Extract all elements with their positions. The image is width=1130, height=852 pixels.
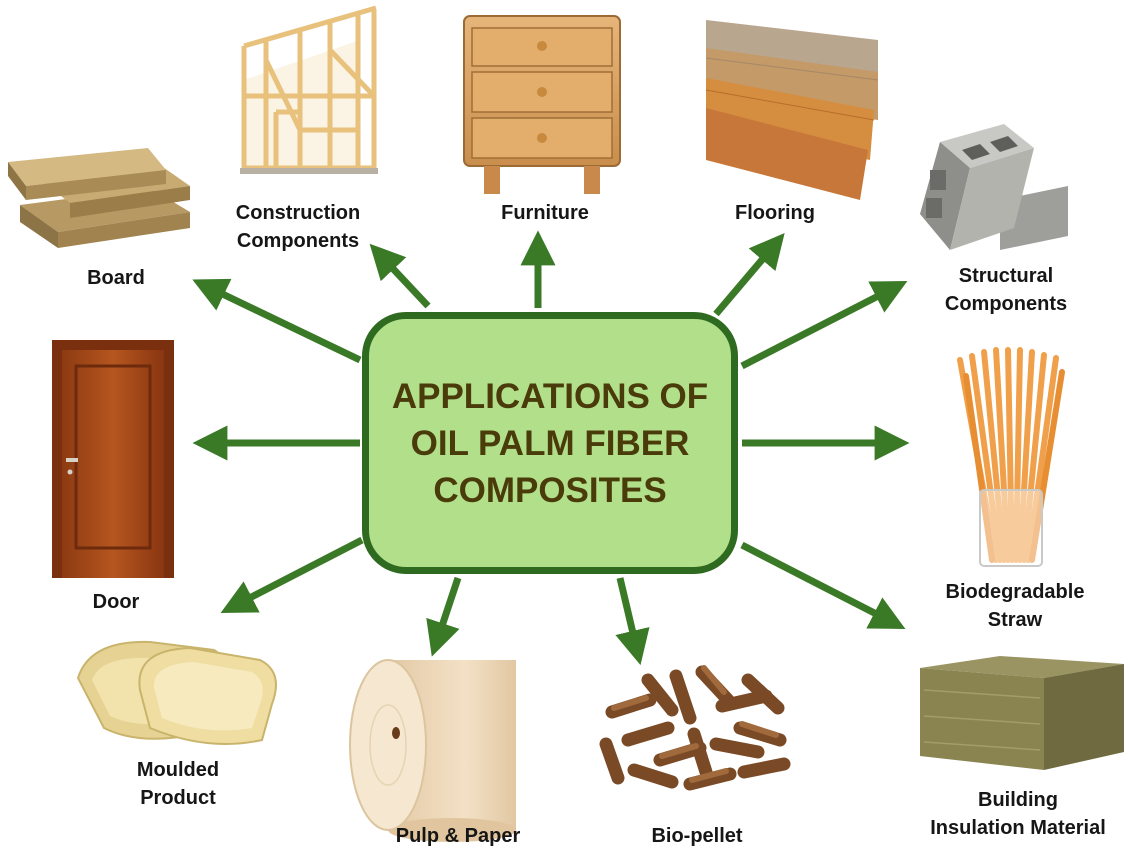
arrow-to-pulp: [426, 576, 462, 657]
board-icon: [8, 148, 190, 248]
label-flooring: Flooring: [735, 202, 815, 224]
arrow-to-insulation: [740, 541, 906, 629]
label-biodegradable-straw: Biodegradable Straw: [945, 581, 1085, 631]
arrow-to-moulded: [220, 536, 364, 613]
arrow-to-construction: [369, 243, 431, 309]
label-furniture: Furniture: [501, 202, 589, 224]
moulded-tray-icon: [76, 640, 277, 745]
straws-icon: [957, 347, 1065, 567]
arrow-to-structural: [740, 281, 908, 370]
label-door: Door: [92, 591, 140, 613]
central-hub-box: APPLICATIONS OF OIL PALM FIBER COMPOSITE…: [362, 312, 738, 574]
arrow-to-flooring: [713, 233, 785, 317]
arrow-to-board: [192, 278, 362, 364]
timber-frame-icon: [240, 5, 378, 174]
paper-roll-icon: [349, 659, 516, 842]
concrete-block-icon: [920, 124, 1068, 250]
floor-planks-icon: [705, 20, 879, 200]
label-construction-components: Construction Components: [235, 202, 361, 252]
door-icon: [52, 340, 174, 578]
label-bio-pellet: Bio-pellet: [651, 825, 743, 847]
arrow-to-biopellet: [615, 577, 650, 666]
label-pulp-paper: Pulp & Paper: [395, 825, 521, 847]
label-moulded-product: Moulded Product: [136, 759, 220, 809]
dresser-icon: [463, 15, 621, 194]
label-building-insulation-material: Building Insulation Material: [930, 789, 1106, 839]
hub-title: APPLICATIONS OF OIL PALM FIBER COMPOSITE…: [391, 376, 709, 510]
label-structural-components: Structural Components: [944, 265, 1068, 315]
insulation-block-icon: [920, 656, 1124, 770]
pellets-icon: [599, 665, 791, 791]
label-board: Board: [87, 267, 145, 289]
